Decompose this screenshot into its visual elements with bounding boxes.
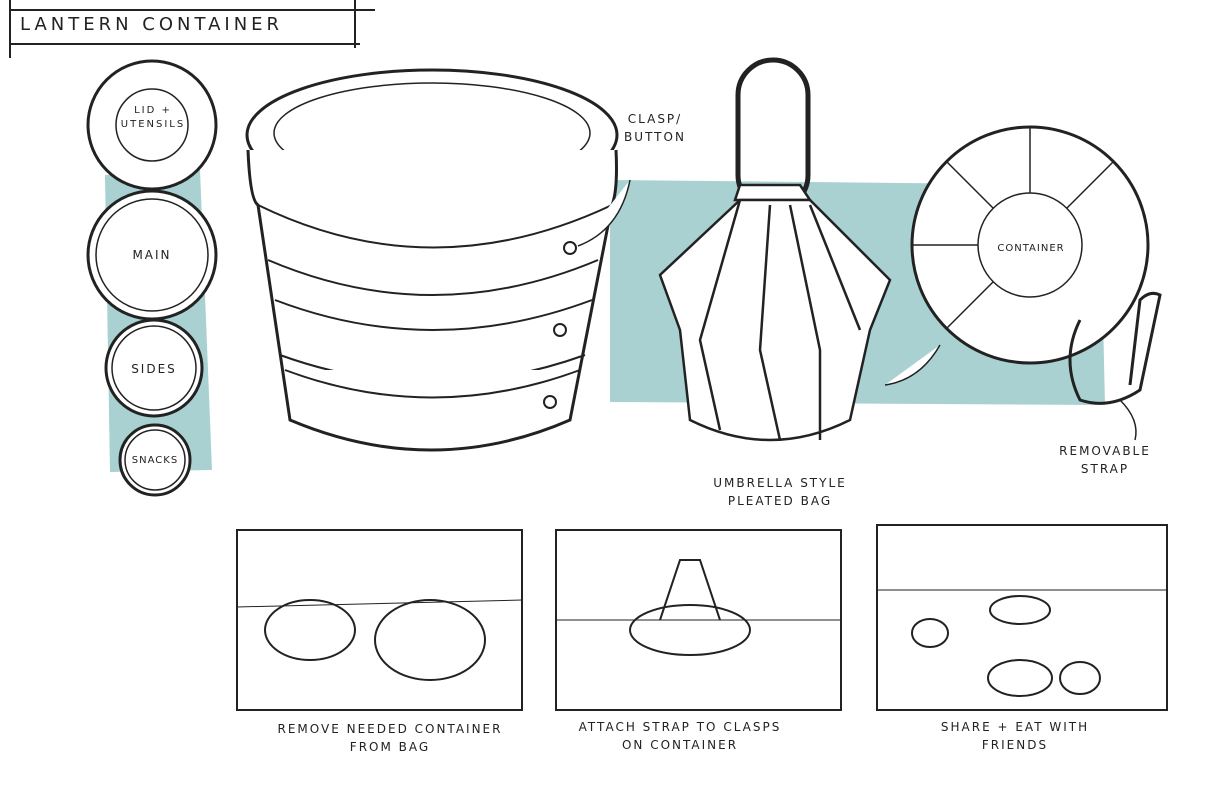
stack-label-sides: SIDES xyxy=(131,362,177,376)
storyboard-caption-2: ATTACH STRAP TO CLASPS ON CONTAINER xyxy=(578,720,782,752)
callout-container: CONTAINER xyxy=(997,243,1065,254)
stack-label-snacks: SNACKS xyxy=(131,455,179,466)
stack-label-lid: LID + UTENSILS xyxy=(120,105,186,130)
callout-strap: REMOVABLE STRAP xyxy=(1059,444,1151,476)
storyboard-frames xyxy=(236,524,1168,711)
storyboard-caption-3: SHARE + EAT WITH FRIENDS xyxy=(940,720,1090,752)
stack-label-main: MAIN xyxy=(132,248,172,262)
container-top-view xyxy=(910,125,1162,441)
callout-bag: UMBRELLA STYLE PLEATED BAG xyxy=(713,476,847,508)
storyboard-caption-1: REMOVE NEEDED CONTAINER FROM BAG xyxy=(277,722,503,754)
lantern-container-drawing xyxy=(245,68,631,452)
callout-clasp: CLASP/ BUTTON xyxy=(624,112,686,144)
pleated-bag-drawing xyxy=(658,57,941,442)
page-title: LANTERN CONTAINER xyxy=(20,14,284,35)
stack-circles xyxy=(86,59,218,497)
